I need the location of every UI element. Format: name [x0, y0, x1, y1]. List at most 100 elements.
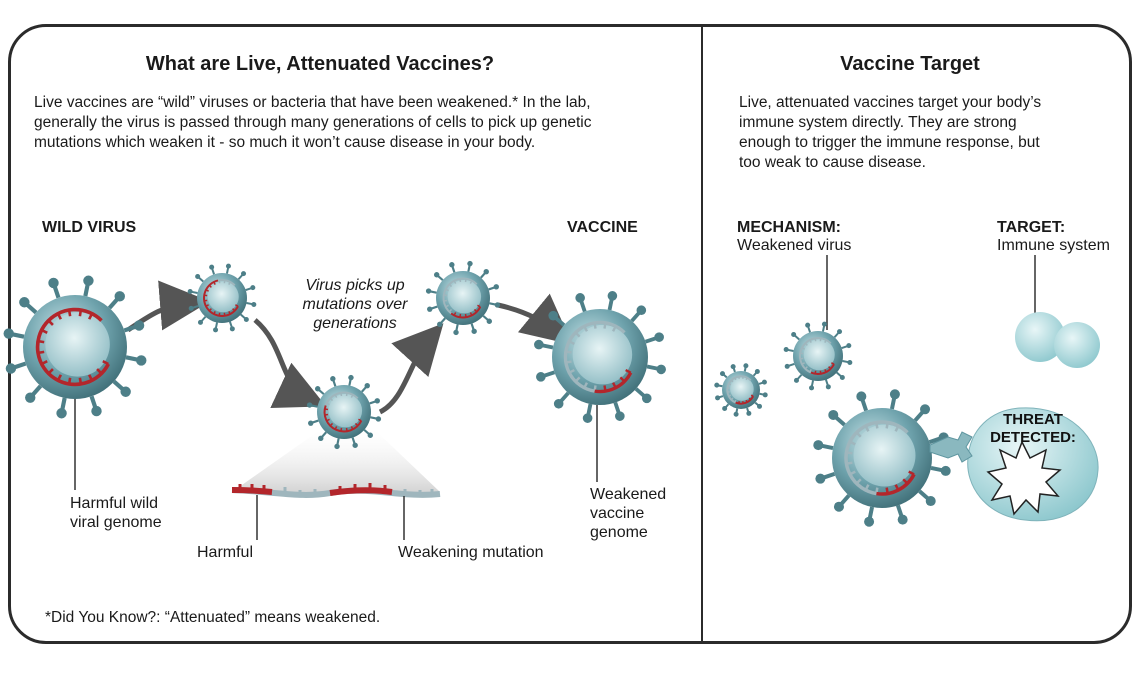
- virus-spike-tip: [427, 306, 433, 312]
- virus-spike-tip: [314, 386, 321, 392]
- virus-spike-tip: [241, 271, 247, 277]
- virus-spike-tip: [83, 275, 94, 286]
- label-line: Harmful wild: [70, 495, 159, 512]
- virus-spike-tip: [722, 406, 728, 412]
- virus-spike-tip: [425, 288, 432, 294]
- virus-spike-tip: [534, 339, 544, 350]
- genome-arc-harmful: [876, 473, 916, 496]
- virus-spike-tip: [494, 302, 501, 308]
- virus-spike-tip: [575, 293, 585, 303]
- virus-spike-tip: [334, 443, 340, 450]
- arrow-2: [253, 318, 327, 408]
- virus-spike-tip: [449, 262, 455, 268]
- virus-spike-tip: [805, 322, 811, 328]
- virus-spike-tip: [815, 473, 826, 484]
- virus-spike-tip: [714, 382, 720, 388]
- genome-arc-weak: [563, 320, 626, 393]
- virus-spike-tip: [25, 392, 36, 403]
- virus-spike-tip: [719, 371, 725, 377]
- virus-spike-tip: [837, 329, 843, 335]
- genome-arc-weak: [442, 277, 478, 315]
- virus-spike-tip: [348, 374, 354, 381]
- virus-spike-tip: [897, 514, 908, 525]
- virus-spike-tip: [761, 379, 767, 385]
- virus-spike-tip: [925, 496, 936, 507]
- right-intro-line: Live, attenuated vaccines target your bo…: [739, 94, 1042, 111]
- virus-spike-tip: [493, 284, 499, 290]
- virus-spike-tip: [5, 363, 17, 374]
- virus-spike-tip: [308, 420, 314, 426]
- virus-spike-tip: [188, 305, 194, 311]
- virus-spike-tip: [213, 327, 219, 333]
- virus-spike-tip: [375, 416, 382, 422]
- virus-spike-tip: [654, 332, 664, 342]
- virus-spike-tip: [330, 376, 336, 382]
- virus-spike-tip: [133, 320, 145, 331]
- virus-core: [853, 424, 916, 487]
- virus-spike-tip: [437, 321, 443, 328]
- virus-spike-tip: [783, 347, 789, 353]
- left-title: What are Live, Attenuated Vaccines?: [145, 53, 495, 75]
- immune-cell: [1015, 312, 1065, 362]
- right-intro: Live, attenuated vaccines target your bo…: [739, 93, 1119, 173]
- genome-tick: [235, 304, 239, 307]
- genome-tick: [750, 394, 754, 397]
- virus-spike-tip: [730, 364, 736, 370]
- genome-strand-harmful-1: [231, 487, 273, 495]
- virus-spike-tip: [762, 392, 768, 398]
- virus-spike-tip: [757, 403, 763, 409]
- virus-spike-tip: [828, 409, 839, 420]
- virus-spike-tip: [374, 398, 380, 404]
- virus-spike-tip: [920, 404, 931, 415]
- virus-spike-tip: [833, 501, 844, 512]
- virus-spike-tip: [607, 291, 618, 301]
- virus-spike-tip: [48, 277, 59, 289]
- virus-spike-tip: [784, 363, 790, 369]
- virus-spike-tip: [114, 291, 125, 302]
- virus-spike-tip: [791, 331, 797, 337]
- virus-spike-tip: [615, 411, 625, 421]
- genome-tick: [625, 369, 632, 374]
- virus-spike-tip: [754, 368, 760, 374]
- virus-core: [803, 339, 835, 371]
- virus-spike-tip: [195, 273, 201, 279]
- virus-spike-tip: [847, 359, 853, 365]
- virus-spike-tip: [656, 364, 666, 375]
- right-title: Vaccine Target: [840, 53, 980, 75]
- genome-arc-weak: [799, 337, 832, 374]
- label-line: Weakened: [590, 486, 667, 503]
- harmful-genome-label: Harmful wild viral genome: [70, 494, 162, 532]
- caption-line: generations: [313, 315, 397, 332]
- virus-spike-tip: [809, 385, 815, 391]
- virus-spike-tip: [641, 393, 652, 404]
- virus-spike-tip: [197, 319, 203, 325]
- virus-spike-tip: [536, 372, 546, 382]
- virus-core: [572, 324, 633, 385]
- arrow-3: [378, 323, 444, 415]
- genome-arc-harmful: [203, 279, 239, 317]
- virus-spike-tip: [467, 260, 473, 267]
- wild-virus: [3, 275, 147, 419]
- virus-spike-tip: [433, 272, 440, 278]
- virus-spike-tip: [839, 375, 845, 381]
- virus-spike-tip: [3, 328, 14, 339]
- genome-arc-weak: [217, 279, 236, 287]
- virus-spike-tip: [553, 398, 564, 409]
- right-intro-line: enough to trigger the immune response, b…: [739, 134, 1040, 151]
- virus-spike-tip: [733, 411, 739, 417]
- left-intro-line: generally the virus is passed through ma…: [34, 114, 592, 131]
- virus-core: [207, 281, 239, 313]
- virus-generation-2: [306, 374, 382, 450]
- weakening-mutation-label: Weakening mutation: [398, 544, 544, 561]
- virus-spike-tip: [56, 408, 67, 419]
- did-you-know-note: *Did You Know?: “Attenuated” means weake…: [45, 609, 381, 626]
- right-intro-line: immune system directly. They are strong: [739, 114, 1017, 131]
- virus-spike-tip: [250, 285, 256, 291]
- mechanism-heading: MECHANISM:: [737, 219, 841, 236]
- virus-spike-tip: [548, 310, 559, 321]
- left-intro-line: mutations which weaken it - so much it w…: [34, 134, 536, 151]
- weakened-virus-attached: [813, 389, 951, 527]
- genome-arc-harmful: [35, 307, 110, 387]
- caption-line: Virus picks up: [305, 277, 405, 294]
- virus-spike-tip: [306, 402, 313, 408]
